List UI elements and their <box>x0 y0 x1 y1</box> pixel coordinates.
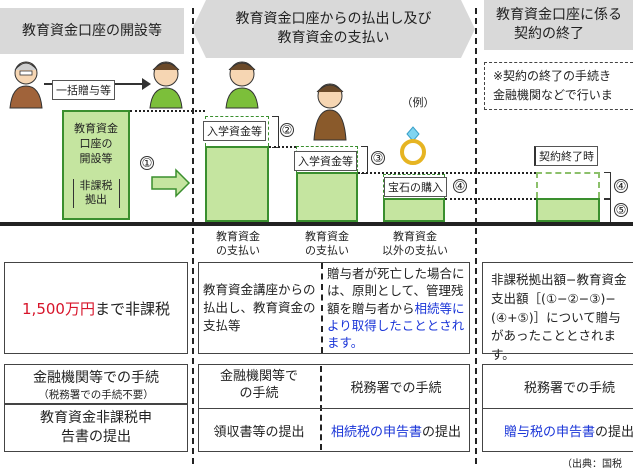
example-label: （例） <box>401 96 435 109</box>
admission-bar-2 <box>296 172 358 222</box>
header-payout-line1: 教育資金口座からの払出し及び <box>235 11 432 28</box>
student-icon <box>313 83 347 141</box>
flow-arrow-green <box>151 168 191 198</box>
inherit-form-suffix: の提出 <box>422 424 462 440</box>
account-box-line3: 開設等 <box>79 151 113 165</box>
ring-icon <box>400 126 426 165</box>
caption-non-education-line2: 以外の支払い <box>382 243 448 257</box>
tax-office-proc-2: 税務署での手続 <box>482 364 633 408</box>
inherit-form-cell: 相続税の申告書の提出 <box>322 408 470 452</box>
account-box-line2: 口座の <box>79 136 113 150</box>
row2-hline-mid <box>198 408 470 409</box>
guide-line-4 <box>445 198 536 200</box>
tax-exempt-line1: 非課税 <box>79 178 113 192</box>
contract-note-line1: ※契約の終了の手続き <box>493 69 612 83</box>
death-text-wrap: 贈与者が死亡した場合には、原則として、管理残額を贈与者から相続等により取得したこ… <box>321 263 469 353</box>
bracket-2 <box>272 116 279 148</box>
column-divider-1 <box>192 8 194 464</box>
gift-form-suffix: の提出 <box>595 424 634 440</box>
contract-note-line2: 金融機関などで行いま <box>493 87 613 102</box>
number-4-end-badge: ④ <box>614 179 628 193</box>
bracket-5-end <box>604 198 611 224</box>
fin-proc-cell: 金融機関等での手続 （税務署での手続不要） <box>4 364 188 404</box>
death-text-b: 相続等により取得したこととされます。 <box>327 300 465 351</box>
header-account-opening-label: 教育資金口座の開設等 <box>22 22 162 39</box>
tax-office-proc: 税務署での手続 <box>322 364 470 408</box>
header-account-opening: 教育資金口座の開設等 <box>0 8 184 54</box>
gift-label: 一括贈与等 <box>52 80 115 100</box>
header-payout-line2: 教育資金の支払い <box>277 30 390 46</box>
admission-tag-1: 入学資金等 <box>203 121 266 141</box>
guide-line-3 <box>358 172 536 174</box>
inherit-form-label: 相続税の申告書 <box>330 424 422 440</box>
limit-amount: 1,500万円 <box>22 299 95 318</box>
caption-education-2: 教育資金 の支払い <box>287 230 367 258</box>
jewel-bar <box>383 198 445 222</box>
caption-education-1: 教育資金 の支払い <box>198 230 278 258</box>
tax-exempt-bracket: 非課税 拠出 <box>72 178 120 209</box>
contract-note-box: ※契約の終了の手続き 金融機関などで行いま <box>484 62 633 110</box>
tax-office-proc-label: 税務署での手続 <box>350 380 442 396</box>
caption-education-2-line1: 教育資金 <box>305 230 349 243</box>
bracket-3 <box>361 146 368 174</box>
death-text-a: 贈与者が死亡した場合には、原則として、管理残額を贈与者から <box>327 266 465 316</box>
fin-proc-2-label: 金融機関等での手続 <box>219 369 298 401</box>
baseline <box>0 222 633 226</box>
child-icon-2 <box>225 61 259 109</box>
end-cell: 非課税拠出額−教育資金支出額［(①−②−③)−(④+⑤)］について贈与があったこ… <box>482 262 633 362</box>
payout-text-wrap: 教育資金講座からの払出し、教育資金の支払等 <box>199 263 321 353</box>
caption-education-2-line2: の支払い <box>305 243 349 257</box>
grandfather-icon <box>9 61 43 109</box>
payout-cell: 教育資金講座からの払出し、教育資金の支払等 贈与者が死亡した場合には、原則として… <box>198 262 470 354</box>
end-text: 非課税拠出額−教育資金支出額［(①−②−③)−(④+⑤)］について贈与があったこ… <box>491 272 627 362</box>
number-3-badge: ③ <box>371 151 385 165</box>
number-1-badge: ① <box>140 156 154 170</box>
number-2-badge: ② <box>280 123 294 137</box>
child-icon-1 <box>149 61 183 109</box>
number-5-badge: ⑤ <box>614 203 628 217</box>
limit-cell: 1,500万円まで非課税 <box>4 262 188 354</box>
guide-line-1 <box>130 110 205 112</box>
account-box: 教育資金 口座の 開設等 非課税 拠出 <box>62 110 130 220</box>
admission-bar-1 <box>205 146 269 222</box>
limit-suffix: まで非課税 <box>94 299 170 318</box>
end-time-tag: 契約終了時 <box>534 146 598 166</box>
bracket-4-end <box>604 172 611 200</box>
guide-line-2 <box>269 146 296 148</box>
account-box-line1: 教育資金 <box>74 122 118 135</box>
column-divider-2 <box>475 8 477 464</box>
caption-education-1-line1: 教育資金 <box>216 230 260 243</box>
header-contract-end: 教育資金口座に係る 契約の終了 <box>484 0 633 50</box>
fin-proc-note: （税務署での手続不要） <box>38 388 154 401</box>
gift-form-cell: 贈与税の申告書の提出 <box>482 408 634 452</box>
row2-hline-right <box>482 408 633 409</box>
app-form-cell: 教育資金非課税申告書の提出 <box>4 404 188 452</box>
tax-office-proc-2-label: 税務署での手続 <box>524 380 616 396</box>
caption-non-education-line1: 教育資金 <box>393 230 437 243</box>
jewel-tag: 宝石の購入 <box>384 177 447 197</box>
caption-non-education: 教育資金 以外の支払い <box>374 230 456 258</box>
end-bar-top-dash <box>536 172 600 198</box>
fin-proc-label: 金融機関等での手続 <box>33 369 159 386</box>
header-contract-end-line2: 契約の終了 <box>514 26 584 42</box>
source-note: （出典：国税 <box>562 459 622 470</box>
admission-tag-2: 入学資金等 <box>294 151 357 171</box>
tax-exempt-line2: 拠出 <box>85 193 107 207</box>
receipt-label: 領収書等の提出 <box>213 424 305 440</box>
receipt-cell: 領収書等の提出 <box>198 408 320 452</box>
end-bar-bottom <box>536 198 600 222</box>
gift-form-label: 贈与税の申告書 <box>504 424 596 440</box>
header-payout: 教育資金口座からの払出し及び 教育資金の支払い <box>206 0 461 58</box>
caption-education-1-line2: の支払い <box>216 243 260 257</box>
number-4-badge: ④ <box>453 179 467 193</box>
app-form-label: 教育資金非課税申告書の提出 <box>40 410 152 445</box>
payout-text: 教育資金講座からの払出し、教育資金の支払等 <box>203 281 316 334</box>
header-contract-end-line1: 教育資金口座に係る <box>496 7 622 24</box>
fin-proc-2: 金融機関等での手続 <box>198 364 320 408</box>
